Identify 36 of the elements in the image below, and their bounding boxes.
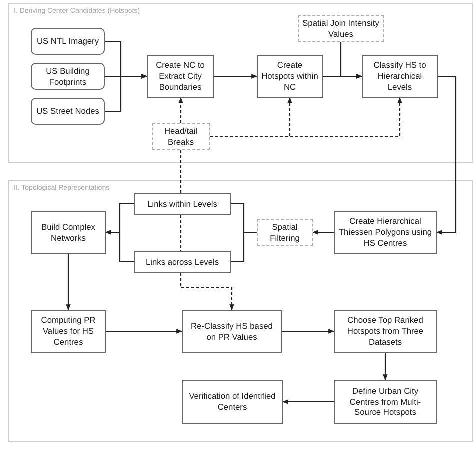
data-source-box: US Street Nodes [31,98,105,125]
data-source-box: US Building Footprints [31,63,105,90]
connector-arrow [282,400,334,404]
auxiliary-step-box: Spatial Filtering [257,219,313,246]
connector-arrow [214,74,258,79]
process-box: Classify HS to Hierarchical Levels [362,55,438,98]
connector-arrow [105,74,148,112]
process-box: Build Complex Networks [31,211,106,254]
process-box: Define Urban City Centres from Multi-Source Hotspots [334,380,437,424]
connector-arrow [66,254,71,311]
auxiliary-step-box: Head/tail Breaks [152,123,210,150]
process-box: Choose Top Ranked Hotspots from Three Datasets [334,310,437,353]
connector-arrow [282,329,335,334]
process-box: Links within Levels [134,193,231,215]
connector-arrow [312,230,334,235]
dashed-connector [180,215,182,251]
data-source-box: US NTL Imagery [31,28,105,55]
connector-arrow [436,76,457,235]
process-box: Create NC to Extract City Boundaries [147,55,214,98]
auxiliary-step-box: Spatial Join Intensity Values [298,15,384,42]
process-box: Verification of Identified Centers [182,380,283,424]
dashed-connector [178,97,184,123]
connector-arrow [340,42,363,79]
section-panel [8,180,473,442]
dashed-connector [180,273,234,311]
process-box: Create Hierarchical Thiessen Polygons using HS Centres [334,211,437,254]
dashed-connector [210,97,402,138]
process-box: Computing PR Values for HS Centres [31,310,106,353]
process-box: Create Hotspots within NC [257,55,323,98]
connector-arrow [105,230,134,263]
section-panel [8,3,473,163]
process-box: Links across Levels [134,251,231,273]
connector-arrow [106,329,183,334]
connector-arrow [383,353,388,381]
process-box: Re-Classify HS based on PR Values [182,310,282,353]
dashed-connector [180,150,182,193]
